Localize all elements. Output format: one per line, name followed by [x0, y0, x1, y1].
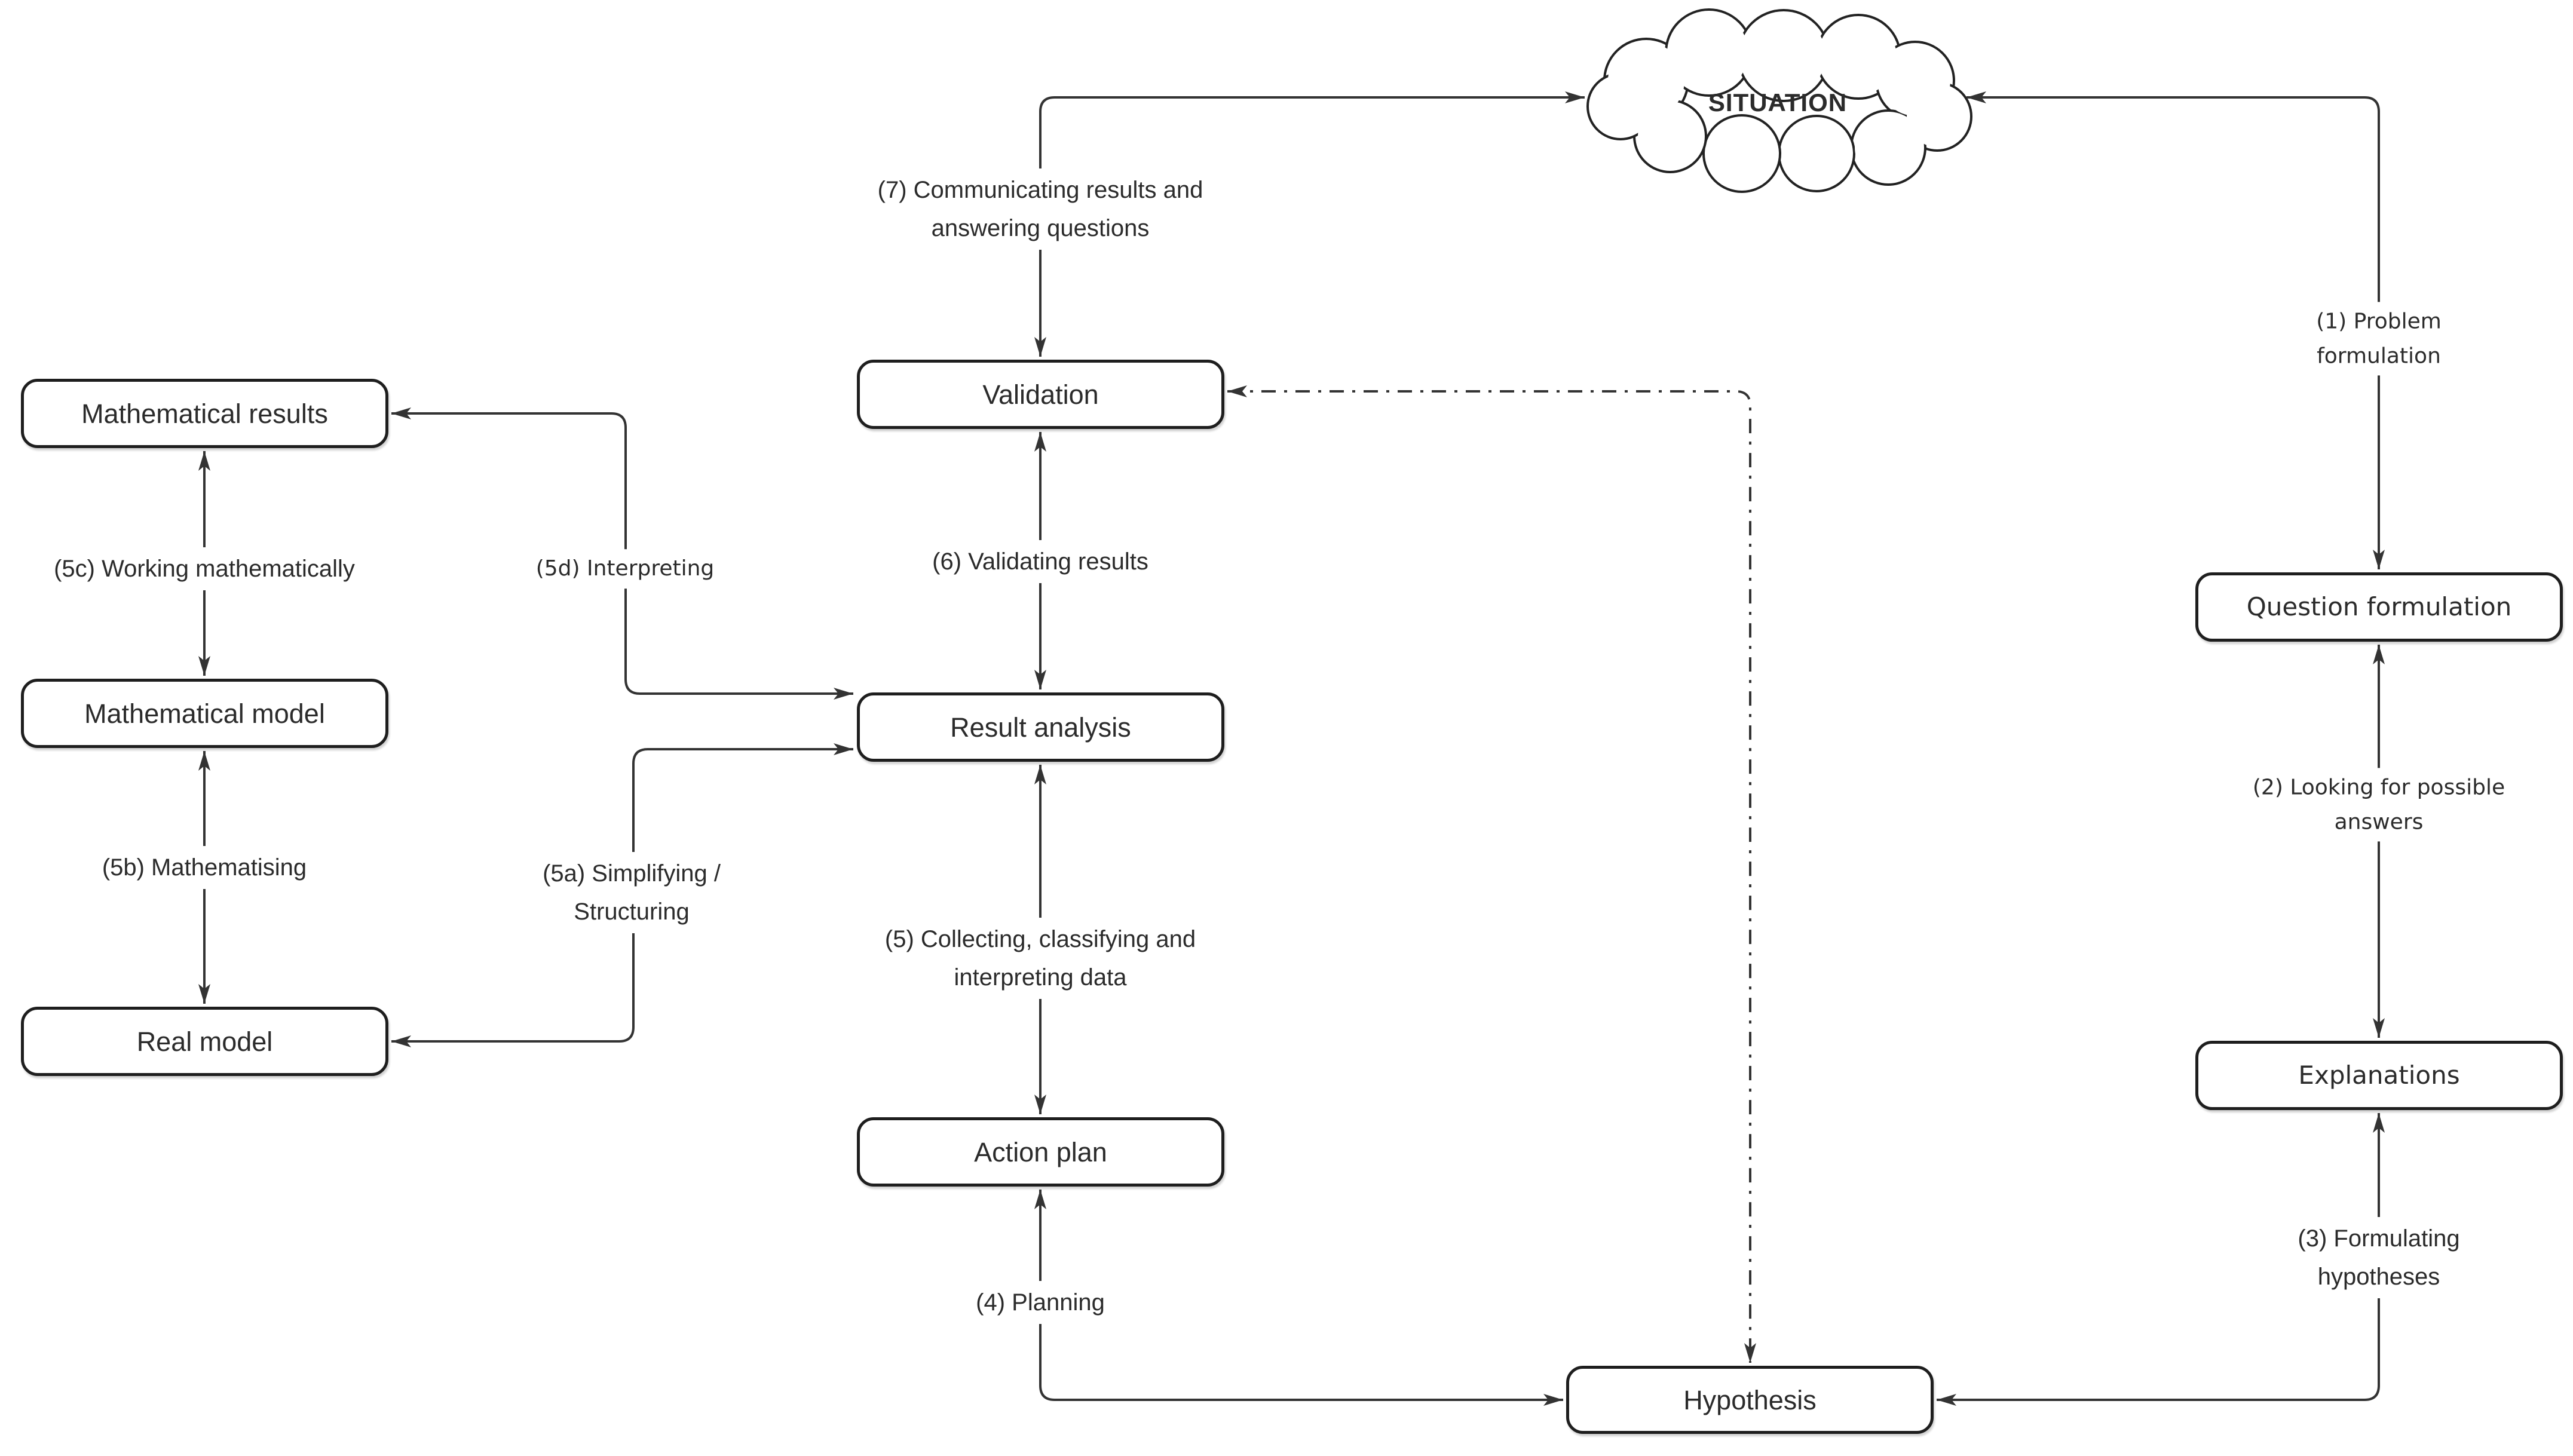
node-real-model: Real model — [21, 1007, 388, 1076]
connector-hypothesis-validation-dashdot — [1227, 385, 1756, 1363]
node-mathematical-results: Mathematical results — [21, 379, 388, 448]
node-label: Action plan — [974, 1136, 1107, 1167]
node-label: Result analysis — [950, 712, 1131, 743]
node-label: Validation — [982, 379, 1099, 410]
connector-4-planning — [1034, 1190, 1563, 1406]
edge-label-4: (4) Planning — [967, 1281, 1113, 1324]
edge-label-5: (5) Collecting, classifying and interpre… — [876, 918, 1205, 999]
edge-label-6: (6) Validating results — [924, 540, 1157, 583]
node-mathematical-model: Mathematical model — [21, 679, 388, 748]
edge-label-5d: (5d) Interpreting — [527, 549, 723, 588]
cloud-situation-label: SITUATION — [1708, 88, 1848, 117]
node-explanations: Explanations — [2195, 1041, 2563, 1110]
edge-label-2: (2) Looking for possible answers — [2244, 768, 2514, 842]
node-question-formulation: Question formulation — [2195, 572, 2563, 642]
cloud-shape — [1586, 8, 1972, 193]
node-label: Mathematical model — [84, 698, 325, 729]
node-label: Question formulation — [2246, 592, 2512, 621]
edge-label-5a: (5a) Simplifying / Structuring — [534, 852, 729, 933]
connector-7-communicating — [1034, 91, 1585, 357]
edge-label-5b: (5b) Mathematising — [93, 846, 316, 889]
node-label: Explanations — [2298, 1060, 2460, 1090]
edge-label-1: (1) Problem formulation — [2308, 302, 2450, 376]
edge-label-7: (7) Communicating results and answering … — [869, 168, 1212, 250]
edge-label-3: (3) Formulating hypotheses — [2289, 1217, 2468, 1298]
edge-label-5c: (5c) Working mathematically — [45, 547, 363, 590]
connector-3-formulating-hypotheses — [1937, 1113, 2385, 1406]
node-action-plan: Action plan — [857, 1117, 1224, 1187]
node-result-analysis: Result analysis — [857, 692, 1224, 762]
node-validation: Validation — [857, 360, 1224, 429]
node-hypothesis: Hypothesis — [1566, 1366, 1934, 1434]
node-label: Hypothesis — [1683, 1384, 1817, 1415]
node-label: Real model — [136, 1026, 273, 1057]
connector-1-problem-formulation — [1966, 91, 2385, 569]
node-label: Mathematical results — [81, 398, 328, 429]
